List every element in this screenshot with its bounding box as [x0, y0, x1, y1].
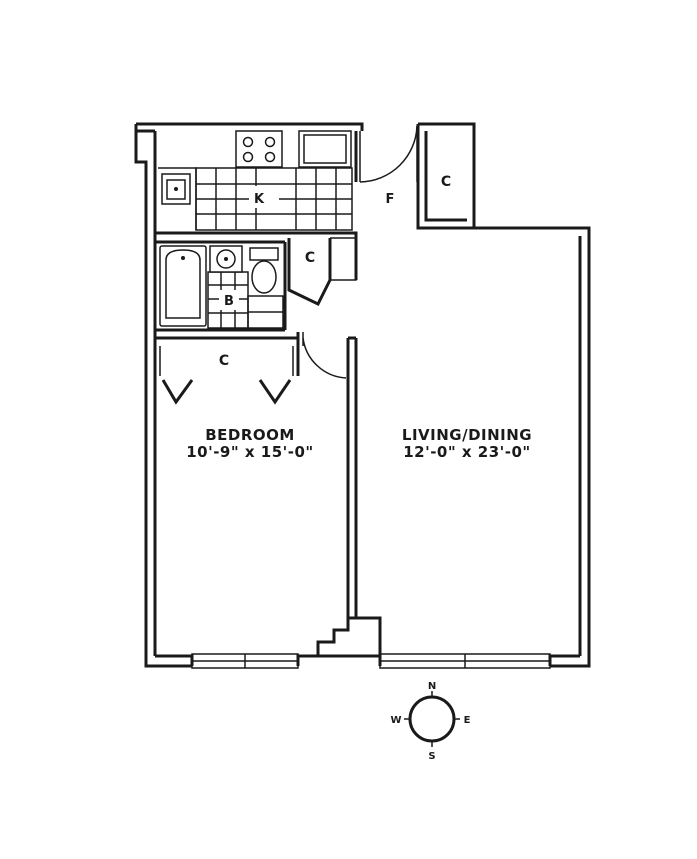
bathtub-icon — [159, 245, 207, 327]
kitchen-sink-icon — [161, 173, 191, 205]
compass-east: E — [464, 715, 471, 726]
kitchen-floor-tiles — [195, 167, 353, 231]
partition-wall — [316, 336, 382, 656]
window-bedroom — [191, 653, 299, 669]
foyer-label: F — [386, 192, 395, 207]
foyer-area: F — [359, 125, 418, 207]
toilet-icon — [249, 247, 279, 294]
window-living — [379, 653, 551, 669]
bath-sink-icon — [209, 245, 243, 273]
kitchen-label: K — [254, 192, 265, 207]
refrigerator-icon — [298, 130, 352, 168]
living-size: 12'-0" x 23'-0" — [403, 443, 531, 461]
bath-label: B — [224, 294, 234, 309]
exterior-walls — [134, 122, 591, 668]
bedroom-closet-label: C — [219, 353, 229, 369]
compass-south: S — [428, 751, 435, 762]
entry-closet-label: C — [441, 174, 451, 190]
bath-floor-tiles — [207, 271, 284, 329]
compass-west: W — [390, 715, 401, 726]
compass-north: N — [428, 681, 436, 692]
bedroom-size: 10'-9" x 15'-0" — [186, 443, 314, 461]
bedroom-door — [296, 332, 347, 379]
bathroom-area: B — [155, 240, 287, 332]
entry-door-swing — [359, 125, 418, 183]
hall-closet: C — [287, 237, 357, 306]
hall-closet-label: C — [305, 250, 315, 266]
compass-icon: N S W E — [390, 681, 470, 762]
bedroom-closet: C — [155, 336, 298, 405]
kitchen-area: K — [155, 130, 361, 280]
bedroom-name: BEDROOM — [205, 426, 295, 444]
living-name: LIVING/DINING — [402, 426, 532, 444]
stove-icon — [235, 130, 283, 168]
